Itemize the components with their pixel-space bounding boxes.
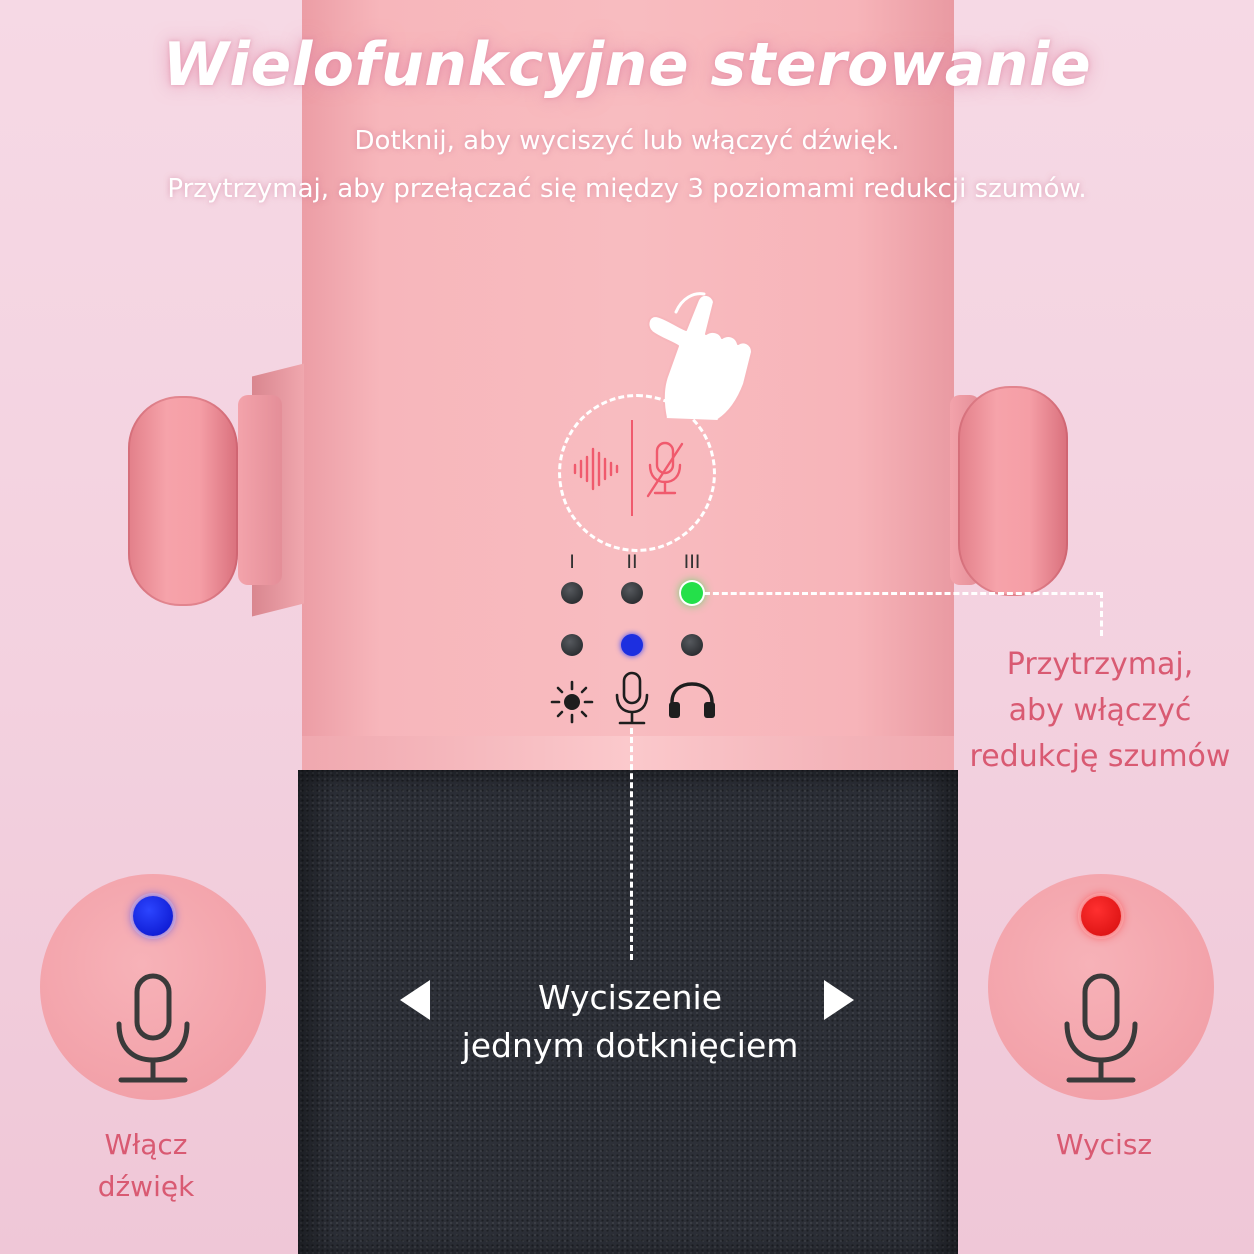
subline-hold: Przytrzymaj, aby przełączać się między 3… xyxy=(167,174,1087,204)
noise-callout-line-3: redukcję szumów xyxy=(969,739,1231,774)
noise-led-1 xyxy=(561,582,583,604)
mute-caption-line-1: Wyciszenie xyxy=(537,978,723,1017)
sound-wave-icon xyxy=(573,447,619,491)
right-mount-knob xyxy=(958,386,1068,596)
arrow-right-icon xyxy=(824,980,854,1020)
unmute-label-line-2: dźwięk xyxy=(97,1170,195,1203)
touch-panel-divider xyxy=(631,420,633,516)
unmute-label: Włącz dźwięk xyxy=(46,1124,246,1208)
headphones-icon xyxy=(669,682,715,718)
touch-mute-ring[interactable] xyxy=(558,394,716,552)
microphone-rim xyxy=(302,736,954,776)
mode-led-headphones xyxy=(681,634,703,656)
subline-tap: Dotknij, aby wyciszyć lub włączyć dźwięk… xyxy=(354,126,900,156)
noise-callout-line-2: aby włączyć xyxy=(1008,693,1192,728)
sun-icon xyxy=(550,680,594,724)
hand-pointer-icon xyxy=(647,292,753,421)
mute-caption-line-2: jednym dotknięciem xyxy=(461,1026,799,1065)
mic-icon xyxy=(116,973,190,1083)
unmute-label-line-1: Włącz xyxy=(104,1128,188,1161)
mode-led-mic-active xyxy=(621,634,643,656)
microphone-body xyxy=(302,0,954,780)
red-led-indicator xyxy=(1081,896,1121,936)
mute-label: Wycisz xyxy=(1055,1128,1153,1161)
unmute-state-circle xyxy=(40,874,266,1100)
level-label-3: III xyxy=(683,551,701,573)
level-label-1: I xyxy=(569,551,575,573)
headline: Wielofunkcyjne sterowanie xyxy=(162,30,1092,100)
left-knob-collar xyxy=(238,395,282,585)
noise-led-3-active xyxy=(681,582,703,604)
mic-icon xyxy=(1064,973,1138,1083)
mic-muted-icon xyxy=(646,441,684,498)
mic-icon xyxy=(615,671,649,725)
noise-led-2 xyxy=(621,582,643,604)
one-touch-mute-caption: Wyciszenie jednym dotknięciem xyxy=(440,974,820,1070)
noise-callout-line-1: Przytrzymaj, xyxy=(1006,647,1194,682)
left-mount-knob xyxy=(128,396,238,606)
level-label-2: II xyxy=(626,551,638,573)
mute-leader-line xyxy=(630,728,633,960)
arrow-left-icon xyxy=(400,980,430,1020)
mode-led-monitor xyxy=(561,634,583,656)
blue-led-indicator xyxy=(133,896,173,936)
noise-reduction-callout: Przytrzymaj, aby włączyć redukcję szumów xyxy=(960,642,1240,780)
mute-state-circle xyxy=(988,874,1214,1100)
noise-leader-line xyxy=(704,592,1102,595)
noise-leader-drop xyxy=(1100,592,1103,636)
